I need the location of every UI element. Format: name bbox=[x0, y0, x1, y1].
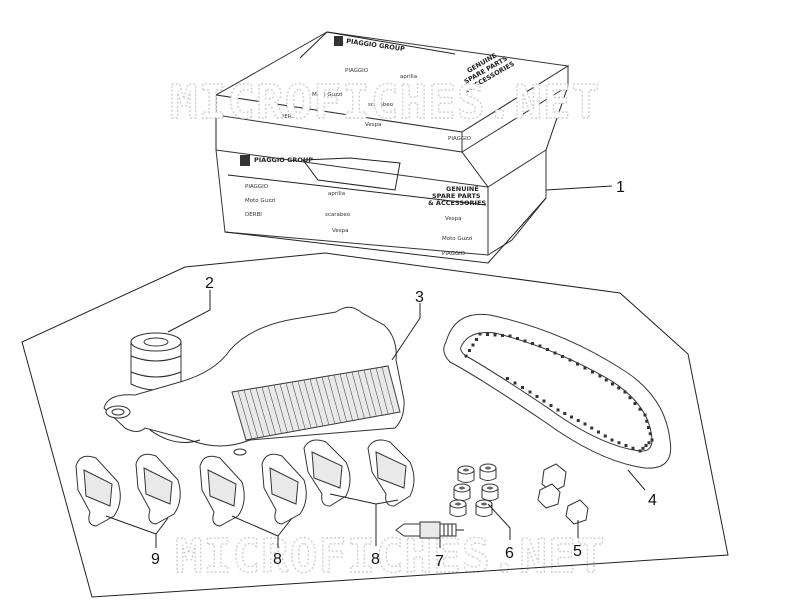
lid-logo-piaggio: PIAGGIO bbox=[345, 68, 369, 74]
front-logo-piaggio: PIAGGIO bbox=[245, 184, 269, 190]
callout-8-right: 8 bbox=[371, 551, 380, 568]
brake-pad-3 bbox=[199, 455, 245, 527]
lid-logo-piaggio-2: PIAGGIO bbox=[448, 136, 472, 142]
front-logo-moto-guzzi: Moto Guzzi bbox=[245, 198, 276, 204]
front-title-line1: GENUINE bbox=[446, 185, 479, 193]
front-logo-derbi: DERBI bbox=[245, 212, 262, 218]
callout-7: 7 bbox=[435, 553, 444, 570]
watermark-top: MICROFICHES.NET bbox=[170, 75, 600, 129]
front-brand-logo: PIAGGIO GROUP bbox=[240, 155, 313, 166]
front-logo-piaggio-2: PIAGGIO bbox=[442, 251, 466, 257]
roller-6 bbox=[475, 499, 493, 517]
front-title-line2: SPARE PARTS bbox=[432, 192, 481, 200]
watermark-bottom: MICROFICHES.NET bbox=[175, 529, 605, 583]
spare-parts-box: PIAGGIO GROUP GENUINE SPARE PARTS & ACCE… bbox=[214, 31, 570, 264]
front-logo-scarabeo: scarabeo bbox=[325, 212, 351, 218]
brake-pad-1 bbox=[75, 455, 121, 527]
front-logo-moto-guzzi-2: Moto Guzzi bbox=[442, 236, 473, 242]
lid-logo-moto-guzzi: Moto Guzzi bbox=[312, 92, 343, 98]
kit-group-outline bbox=[21, 252, 729, 598]
roller-3 bbox=[453, 483, 471, 501]
callout-1: 1 bbox=[616, 179, 625, 196]
leader-lines bbox=[105, 185, 646, 548]
drive-belt-teeth bbox=[464, 332, 654, 453]
brake-pad-5 bbox=[303, 439, 351, 507]
roller-4 bbox=[481, 483, 499, 501]
front-title-line3: & ACCESSORIES bbox=[428, 199, 486, 207]
brake-pad-2 bbox=[135, 453, 181, 525]
roller-5 bbox=[449, 499, 467, 517]
callout-labels: 1 2 3 4 5 6 7 8 8 9 bbox=[151, 179, 657, 570]
lid-logo-derbi: DERBI bbox=[280, 114, 297, 120]
front-logo-vespa: Vespa bbox=[332, 228, 348, 234]
spark-plug bbox=[395, 521, 464, 539]
lid-logo-scarabeo: scarabeo bbox=[368, 102, 394, 108]
callout-6: 6 bbox=[505, 545, 514, 562]
drive-belt bbox=[443, 313, 672, 469]
callout-9: 9 bbox=[151, 551, 160, 568]
roller-1 bbox=[457, 465, 475, 483]
front-title: GENUINE SPARE PARTS & ACCESSORIES bbox=[428, 185, 486, 207]
brake-pads bbox=[75, 439, 415, 527]
oil-filter bbox=[130, 332, 182, 391]
callout-3: 3 bbox=[415, 289, 424, 306]
roller-2 bbox=[479, 463, 497, 481]
air-filter-pleats bbox=[231, 365, 401, 441]
lid-logo-vespa: Vespa bbox=[365, 122, 381, 128]
front-logo-aprilia: aprilia bbox=[328, 191, 345, 197]
brake-pad-6 bbox=[367, 439, 415, 507]
callout-5: 5 bbox=[573, 543, 582, 560]
air-filter bbox=[103, 306, 405, 456]
variator-rollers bbox=[449, 463, 499, 517]
lid-logo-aprilia: aprilia bbox=[400, 74, 417, 80]
front-logo-vespa-2: Vespa bbox=[445, 216, 461, 222]
brake-pad-4 bbox=[261, 453, 307, 525]
callout-8-left: 8 bbox=[273, 551, 282, 568]
variator-sliders bbox=[537, 463, 589, 525]
front-brand-text: PIAGGIO GROUP bbox=[254, 156, 313, 164]
callout-2: 2 bbox=[205, 275, 214, 292]
callout-4: 4 bbox=[648, 492, 657, 509]
